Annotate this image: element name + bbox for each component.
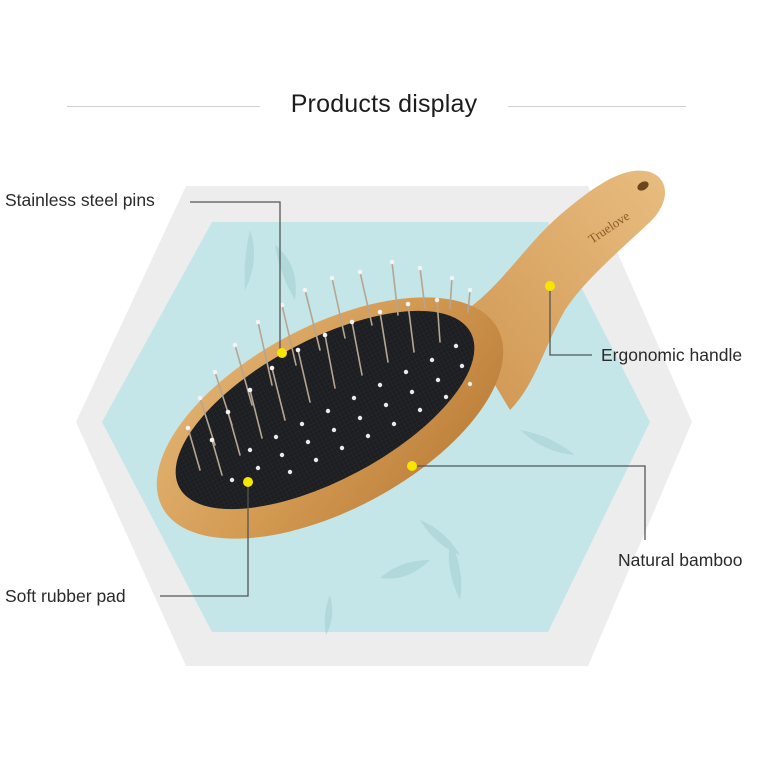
header-divider-left (67, 106, 260, 107)
callout-label-pad: Soft rubber pad (5, 586, 126, 606)
rubber-pad (175, 310, 475, 510)
page-title: Products display (290, 90, 478, 118)
callout-markers (243, 281, 555, 487)
marker-pins (277, 348, 287, 358)
brush-handle (455, 170, 666, 410)
callout-label-pins: Stainless steel pins (5, 190, 155, 210)
marker-handle (545, 281, 555, 291)
marker-pad (243, 477, 253, 487)
marker-bamboo (407, 461, 417, 471)
header-divider-right (508, 106, 686, 107)
callout-line-pad (160, 482, 249, 597)
callout-lines (160, 201, 646, 597)
hanging-hole (637, 181, 649, 191)
callout-line-pins (190, 201, 281, 353)
section-header: Products display (0, 88, 768, 128)
steel-pins (185, 259, 473, 483)
callout-label-bamboo: Natural bamboo (618, 550, 743, 570)
callout-line-handle (549, 286, 592, 356)
callout-line-bamboo (412, 465, 646, 540)
callout-label-handle: Ergonomic handle (601, 345, 743, 365)
